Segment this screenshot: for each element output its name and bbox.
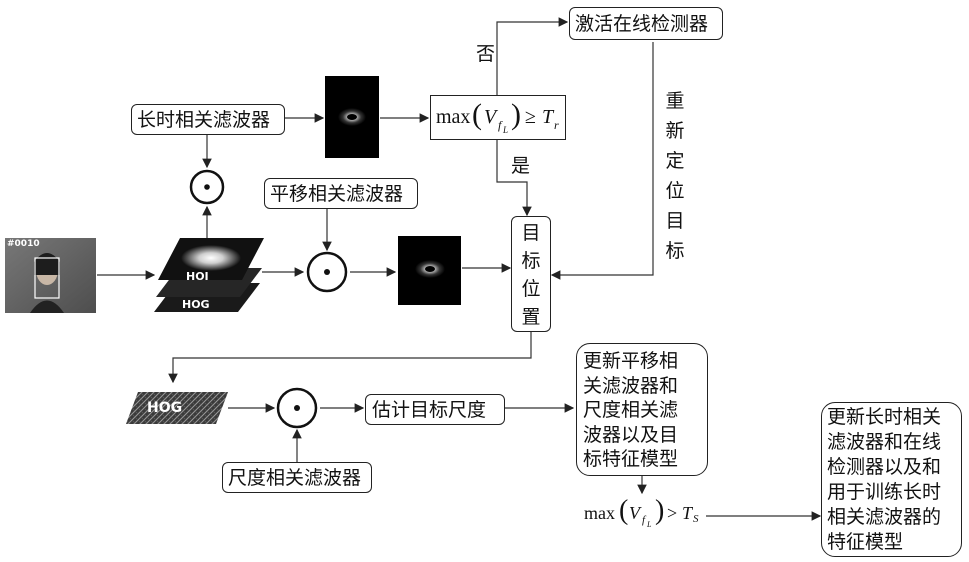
long-term-response-map [325, 76, 379, 158]
formula-paren-open: ( [619, 495, 628, 527]
scale-filter-box: 尺度相关滤波器 [222, 462, 372, 493]
no-branch-label: 否 [476, 42, 495, 66]
scale-threshold-formula: max ( V f L ) > T S [584, 498, 706, 534]
formula-paren-close: ) [511, 98, 521, 132]
relocate-char: 新 [663, 116, 687, 146]
formula-paren-open: ( [472, 98, 482, 132]
formula-subsub: L [647, 520, 651, 529]
formula-v: V [484, 106, 496, 129]
hog-layer-label: HOG [182, 298, 210, 311]
formula-t-sub: S [693, 513, 699, 525]
update-box-line: 尺度相关滤 [583, 398, 701, 423]
activate-detector-box: 激活在线检测器 [569, 7, 723, 40]
translation-filter-box: 平移相关滤波器 [264, 178, 418, 209]
update-long-term-box: 更新长时相关 滤波器和在线 检测器以及和 用于训练长时 相关滤波器的 特征模型 [821, 402, 962, 557]
hoi-layer-label: HOI [186, 270, 209, 283]
formula-v: V [629, 503, 640, 524]
formula-operator: > [667, 503, 677, 524]
hog-patch-label: HOG [147, 400, 182, 416]
update-long-term-line: 特征模型 [827, 530, 956, 555]
target-position-char: 位 [512, 275, 550, 303]
estimate-scale-box: 估计目标尺度 [365, 394, 505, 425]
long-term-threshold-formula: max ( V f L ) ≥ T r [430, 95, 566, 140]
relocate-target-label: 重 新 定 位 目 标 [663, 86, 687, 266]
formula-t-sub: r [554, 118, 559, 133]
update-box-line: 标特征模型 [583, 447, 701, 472]
target-position-char: 置 [512, 303, 550, 331]
update-box-line: 更新平移相 [583, 349, 701, 374]
update-box-line: 波器以及目 [583, 423, 701, 448]
update-long-term-line: 滤波器和在线 [827, 430, 956, 455]
target-position-box: 目 标 位 置 [511, 216, 551, 332]
formula-operator: ≥ [525, 106, 536, 129]
formula-subsub: L [503, 125, 508, 135]
update-long-term-line: 相关滤波器的 [827, 505, 956, 530]
formula-sub: f [498, 118, 501, 133]
update-translation-scale-box: 更新平移相 关滤波器和 尺度相关滤 波器以及目 标特征模型 [576, 343, 708, 476]
formula-max: max [436, 106, 470, 129]
update-long-term-line: 更新长时相关 [827, 405, 956, 430]
yes-branch-label: 是 [511, 154, 530, 178]
formula-sub: f [642, 514, 645, 526]
formula-t: T [542, 106, 553, 129]
relocate-char: 定 [663, 146, 687, 176]
relocate-char: 目 [663, 206, 687, 236]
update-long-term-line: 检测器以及和 [827, 455, 956, 480]
update-long-term-line: 用于训练长时 [827, 480, 956, 505]
formula-t: T [682, 503, 692, 524]
formula-paren-close: ) [655, 495, 664, 527]
relocate-char: 位 [663, 176, 687, 206]
update-box-line: 关滤波器和 [583, 374, 701, 399]
target-position-char: 标 [512, 247, 550, 275]
long-term-filter-box: 长时相关滤波器 [131, 104, 285, 135]
relocate-char: 标 [663, 236, 687, 266]
target-position-char: 目 [512, 219, 550, 247]
translation-response-map [398, 236, 461, 305]
input-frame-number: #0010 [7, 239, 40, 249]
formula-max: max [584, 503, 615, 524]
input-frame-image [5, 238, 96, 313]
relocate-char: 重 [663, 86, 687, 116]
